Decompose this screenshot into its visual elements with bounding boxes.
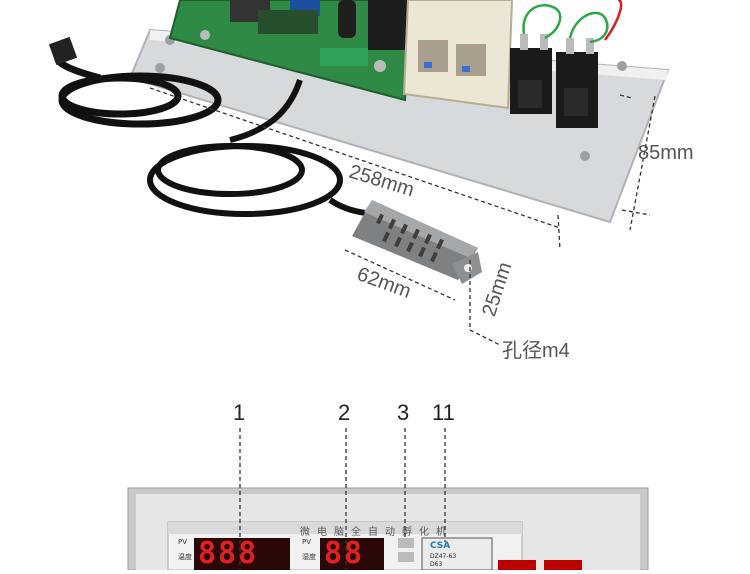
breaker-rating: D63	[430, 561, 443, 568]
callout-3: 3	[397, 400, 410, 425]
humidity-display: 88	[324, 536, 365, 571]
temp-label: 温度	[178, 553, 192, 561]
panel-title: 微电脑全自动孵化机	[300, 527, 453, 538]
callout-lines	[239, 428, 446, 570]
control-panel	[127, 487, 649, 571]
breaker-brand: CSA	[430, 541, 451, 551]
breaker-model: DZ47-63	[430, 553, 457, 560]
callout-2: 2	[338, 400, 351, 425]
dimension-lines	[149, 87, 656, 346]
humidity-sensor	[352, 200, 482, 284]
pv-label-2: PV	[302, 538, 312, 546]
humidity-label: 湿度	[302, 553, 316, 561]
callout-1: 1	[233, 400, 246, 425]
callout-11: 11	[432, 400, 455, 425]
hole-diameter-label: 孔径m4	[502, 340, 570, 362]
pv-label-1: PV	[178, 538, 188, 546]
height-dimension-label: 85mm	[638, 142, 694, 164]
temp-display: 888	[198, 536, 259, 571]
